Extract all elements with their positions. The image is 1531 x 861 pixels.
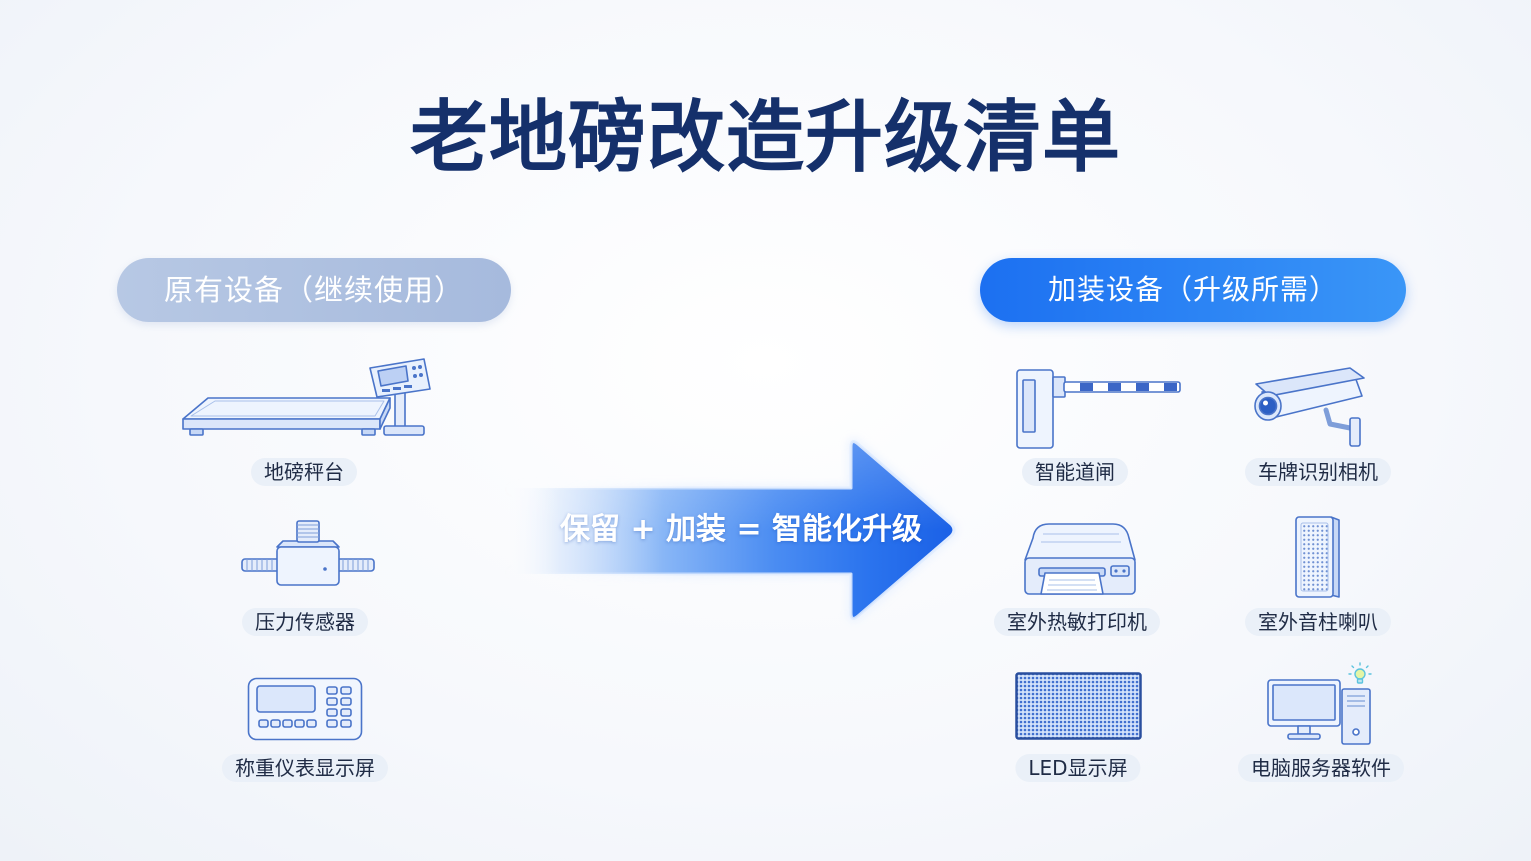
computer-server-icon bbox=[1267, 662, 1372, 745]
printer-paper bbox=[1040, 572, 1104, 595]
item-label-speaker: 室外音柱喇叭 bbox=[1245, 608, 1391, 636]
item-label-truck-scale: 地磅秤台 bbox=[251, 458, 357, 486]
led-display-icon bbox=[1015, 672, 1142, 740]
page-title: 老地磅改造升级清单 bbox=[409, 93, 1121, 183]
existing-equipment-header: 原有设备（继续使用） bbox=[117, 258, 511, 322]
right-arrow-icon bbox=[501, 437, 958, 623]
license-plate-camera-icon bbox=[1254, 367, 1365, 447]
item-label-computer-server: 电脑服务器软件 bbox=[1238, 754, 1404, 782]
gate-cabinet bbox=[1016, 369, 1066, 449]
camera-housing bbox=[1254, 367, 1365, 421]
load-cell-sensor-icon bbox=[241, 520, 375, 586]
printer-body bbox=[1024, 523, 1136, 595]
camera-lens bbox=[1258, 396, 1278, 416]
gate-arm bbox=[1063, 381, 1181, 393]
camera-mount bbox=[1323, 407, 1361, 447]
item-label-printer: 室外热敏打印机 bbox=[994, 608, 1160, 636]
server-tower bbox=[1341, 688, 1371, 745]
arrow-gloss bbox=[505, 441, 954, 619]
column-speaker-icon bbox=[1295, 516, 1340, 598]
item-label-weighing-display: 称重仪表显示屏 bbox=[222, 754, 388, 782]
add-on-equipment-header: 加装设备（升级所需） bbox=[980, 258, 1406, 322]
item-label-camera: 车牌识别相机 bbox=[1245, 458, 1391, 486]
scale-platform bbox=[182, 397, 391, 436]
monitor bbox=[1267, 679, 1341, 740]
speaker-cabinet bbox=[1295, 516, 1340, 598]
barrier-gate-icon bbox=[1016, 369, 1181, 449]
indicator-terminal bbox=[369, 358, 431, 436]
load-cell-body bbox=[241, 520, 375, 586]
led-panel bbox=[1015, 672, 1142, 740]
item-label-led-display: LED显示屏 bbox=[1015, 754, 1141, 782]
speaker-grille bbox=[1300, 522, 1329, 592]
arrow-caption: 保留 + 加装 = 智能化升级 bbox=[560, 512, 923, 547]
item-label-barrier-gate: 智能道闸 bbox=[1022, 458, 1128, 486]
thermal-printer-icon bbox=[1024, 523, 1136, 595]
lightbulb-icon bbox=[1348, 662, 1372, 684]
weighing-indicator-display-icon bbox=[247, 677, 363, 741]
truck-scale-platform-icon bbox=[182, 358, 431, 436]
indicator-housing bbox=[247, 677, 363, 741]
item-label-load-cell: 压力传感器 bbox=[242, 608, 368, 636]
